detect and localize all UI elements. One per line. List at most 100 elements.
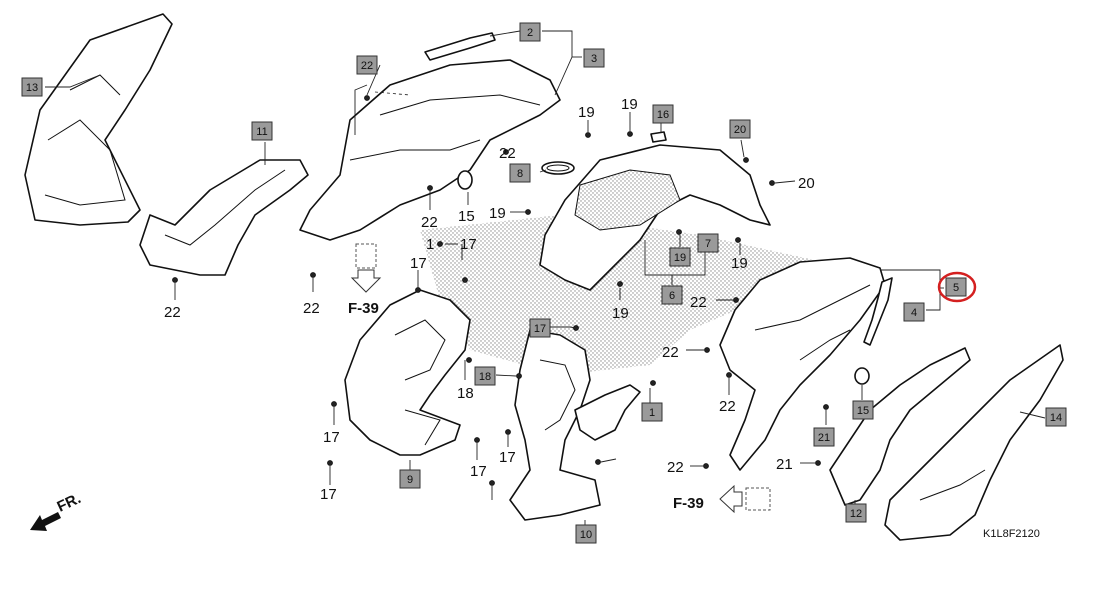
part-label-22[interactable]: 22 <box>303 300 320 317</box>
part-box-9[interactable]: 9 <box>399 469 421 489</box>
part-label-19[interactable]: 19 <box>489 205 506 222</box>
part-box-label: 16 <box>657 109 669 121</box>
part-15-grommet-b <box>854 367 870 385</box>
part-box-13[interactable]: 13 <box>21 77 43 97</box>
part-box-rect <box>641 402 663 422</box>
part-box-label: 17 <box>534 323 546 335</box>
page-ref-f39-right <box>719 484 771 514</box>
part-box-14[interactable]: 14 <box>1045 407 1067 427</box>
part-box-rect <box>575 524 597 544</box>
part-4-rear-cover <box>719 257 886 471</box>
part-box-18[interactable]: 18 <box>474 366 496 386</box>
part-13-front-cowl <box>24 13 173 226</box>
part-box-label: 1 <box>649 407 655 419</box>
part-label-22[interactable]: 22 <box>662 344 679 361</box>
front-direction-label: FR. <box>55 490 84 516</box>
part-box-label: 21 <box>818 432 830 444</box>
part-box-rect <box>1045 407 1067 427</box>
part-box-rect <box>509 163 531 183</box>
part-label-22[interactable]: 22 <box>499 145 516 162</box>
part-8-gasket <box>541 161 575 175</box>
page-ref-label-right[interactable]: F-39 <box>673 495 704 512</box>
part-label-22[interactable]: 22 <box>421 214 438 231</box>
part-box-3[interactable]: 3 <box>583 48 605 68</box>
part-box-label: 14 <box>1050 412 1062 424</box>
part-box-rect <box>399 469 421 489</box>
part-box-rect <box>845 503 867 523</box>
part-label-17[interactable]: 17 <box>499 449 516 466</box>
part-box-7[interactable]: 7 <box>697 233 719 253</box>
part-14-rear-cowl <box>884 344 1064 541</box>
part-box-17[interactable]: 17 <box>529 318 551 338</box>
part-box-rect <box>903 302 925 322</box>
part-label-17[interactable]: 17 <box>320 486 337 503</box>
part-label-17[interactable]: 17 <box>460 236 477 253</box>
part-box-label: 18 <box>479 371 491 383</box>
part-box-label: 12 <box>850 508 862 520</box>
part-label-19[interactable]: 19 <box>612 305 629 322</box>
part-box-label: 20 <box>734 124 746 136</box>
part-box-20[interactable]: 20 <box>729 119 751 139</box>
part-label-20[interactable]: 20 <box>798 175 815 192</box>
part-box-label: 2 <box>527 27 533 39</box>
part-box-1[interactable]: 1 <box>641 402 663 422</box>
part-box-8[interactable]: 8 <box>509 163 531 183</box>
part-box-rect <box>945 277 967 297</box>
part-box-19[interactable]: 19 <box>669 247 691 267</box>
part-12-inner-rear <box>829 347 971 506</box>
part-9-side-cover <box>344 289 471 456</box>
part-box-6[interactable]: 6 <box>661 285 683 305</box>
drawing-code: K1L8F2120 <box>983 528 1040 540</box>
part-box-rect <box>21 77 43 97</box>
part-box-12[interactable]: 12 <box>845 503 867 523</box>
part-box-label: 6 <box>669 290 675 302</box>
part-label-22[interactable]: 22 <box>690 294 707 311</box>
page-ref-label-left[interactable]: F-39 <box>348 300 379 317</box>
part-label-17[interactable]: 17 <box>410 255 427 272</box>
part-label-22[interactable]: 22 <box>719 398 736 415</box>
part-box-21[interactable]: 21 <box>813 427 835 447</box>
part-box-rect <box>519 22 541 42</box>
part-box-4[interactable]: 4 <box>903 302 925 322</box>
part-label-17[interactable]: 17 <box>323 429 340 446</box>
part-15-grommet-a <box>457 170 473 190</box>
part-1-bracket <box>574 384 641 441</box>
part-label-22[interactable]: 22 <box>164 304 181 321</box>
part-box-rect <box>661 285 683 305</box>
front-direction-arrow <box>30 512 61 531</box>
part-box-label: 22 <box>361 60 373 72</box>
part-label-19[interactable]: 19 <box>731 255 748 272</box>
part-label-15[interactable]: 15 <box>458 208 475 225</box>
part-box-15[interactable]: 15 <box>852 400 874 420</box>
part-label-17[interactable]: 17 <box>470 463 487 480</box>
part-box-rect <box>583 48 605 68</box>
part-box-2[interactable]: 2 <box>519 22 541 42</box>
part-label-19[interactable]: 19 <box>621 96 638 113</box>
part-box-label: 13 <box>26 82 38 94</box>
part-box-label: 7 <box>705 238 711 250</box>
part-label-1[interactable]: 1 <box>426 236 434 253</box>
part-box-rect <box>251 121 273 141</box>
part-label-18[interactable]: 18 <box>457 385 474 402</box>
part-2-strip <box>424 32 496 61</box>
part-box-label: 10 <box>580 529 592 541</box>
part-label-22[interactable]: 22 <box>667 459 684 476</box>
part-box-22[interactable]: 22 <box>356 55 378 75</box>
part-box-rect <box>669 247 691 267</box>
part-box-11[interactable]: 11 <box>251 121 273 141</box>
part-label-19[interactable]: 19 <box>578 104 595 121</box>
part-box-label: 4 <box>911 307 917 319</box>
part-6-tank-top <box>539 144 771 291</box>
part-box-5[interactable]: 5 <box>945 277 967 297</box>
part-box-rect <box>652 104 674 124</box>
part-label-21[interactable]: 21 <box>776 456 793 473</box>
part-box-10[interactable]: 10 <box>575 524 597 544</box>
part-box-16[interactable]: 16 <box>652 104 674 124</box>
part-box-rect <box>697 233 719 253</box>
part-16-clip <box>650 131 667 143</box>
part-box-label: 15 <box>857 405 869 417</box>
